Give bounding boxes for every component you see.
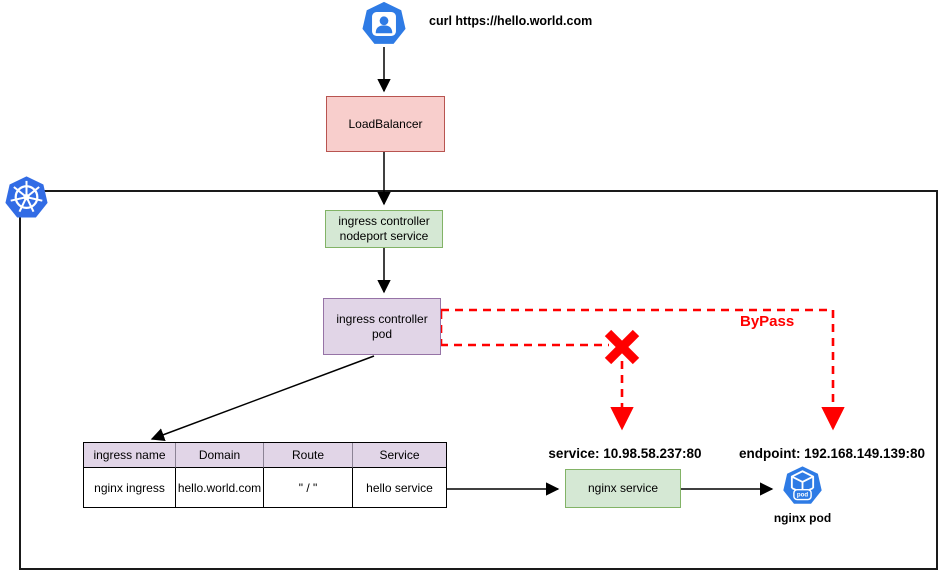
table-cell-route: " / " (264, 468, 353, 507)
arrow-ingress-pod-to-table (150, 355, 375, 442)
table-header-ingress-name: ingress name (84, 443, 176, 468)
ingress-nodeport-service-label: ingress controller nodeport service (338, 214, 430, 243)
nginx-service-node: nginx service (565, 469, 681, 508)
pod-icon: pod (783, 466, 822, 504)
user-icon (362, 1, 406, 44)
blocked-x-icon (604, 329, 640, 365)
nginx-service-label: nginx service (587, 481, 659, 495)
ingress-controller-pod-node: ingress controller pod (323, 298, 441, 355)
table-cell-service: hello service (353, 468, 446, 507)
load-balancer-node: LoadBalancer (326, 96, 445, 152)
kubernetes-icon (5, 176, 48, 218)
service-ip-label: service: 10.98.58.237:80 (548, 446, 702, 461)
table-cell-domain: hello.world.com (176, 468, 264, 507)
load-balancer-label: LoadBalancer (348, 116, 423, 131)
bypass-label: ByPass (740, 313, 795, 330)
nginx-pod-label: nginx pod (773, 511, 832, 525)
table-header-service: Service (353, 443, 446, 468)
table-cell-ingress-name: nginx ingress (84, 468, 176, 507)
pod-badge-label: pod (797, 492, 809, 499)
ingress-routing-table: ingress name Domain Route Service nginx … (83, 442, 447, 508)
table-header-route: Route (264, 443, 353, 468)
cluster-boundary (19, 190, 938, 570)
table-header-domain: Domain (176, 443, 264, 468)
curl-request-label: curl https://hello.world.com (429, 14, 593, 28)
endpoint-ip-label: endpoint: 192.168.149.139:80 (738, 446, 926, 461)
ingress-controller-pod-label: ingress controller pod (336, 311, 428, 341)
ingress-nodeport-service-node: ingress controller nodeport service (325, 210, 443, 248)
